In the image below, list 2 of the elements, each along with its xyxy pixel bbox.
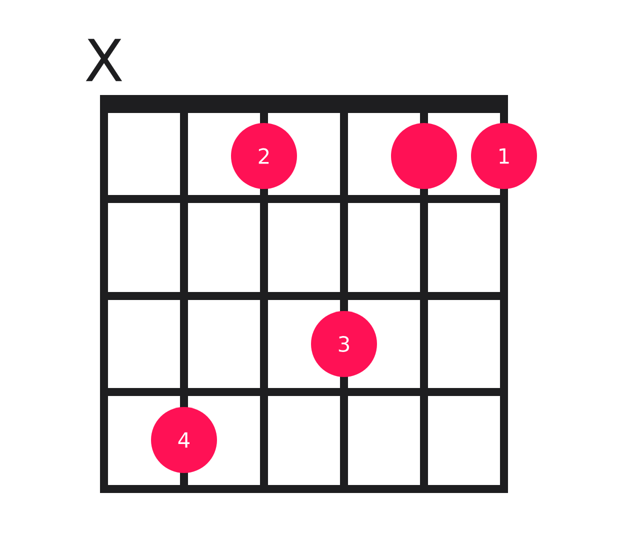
finger-dot: [391, 123, 457, 189]
muted-string-mark: X: [86, 38, 122, 82]
